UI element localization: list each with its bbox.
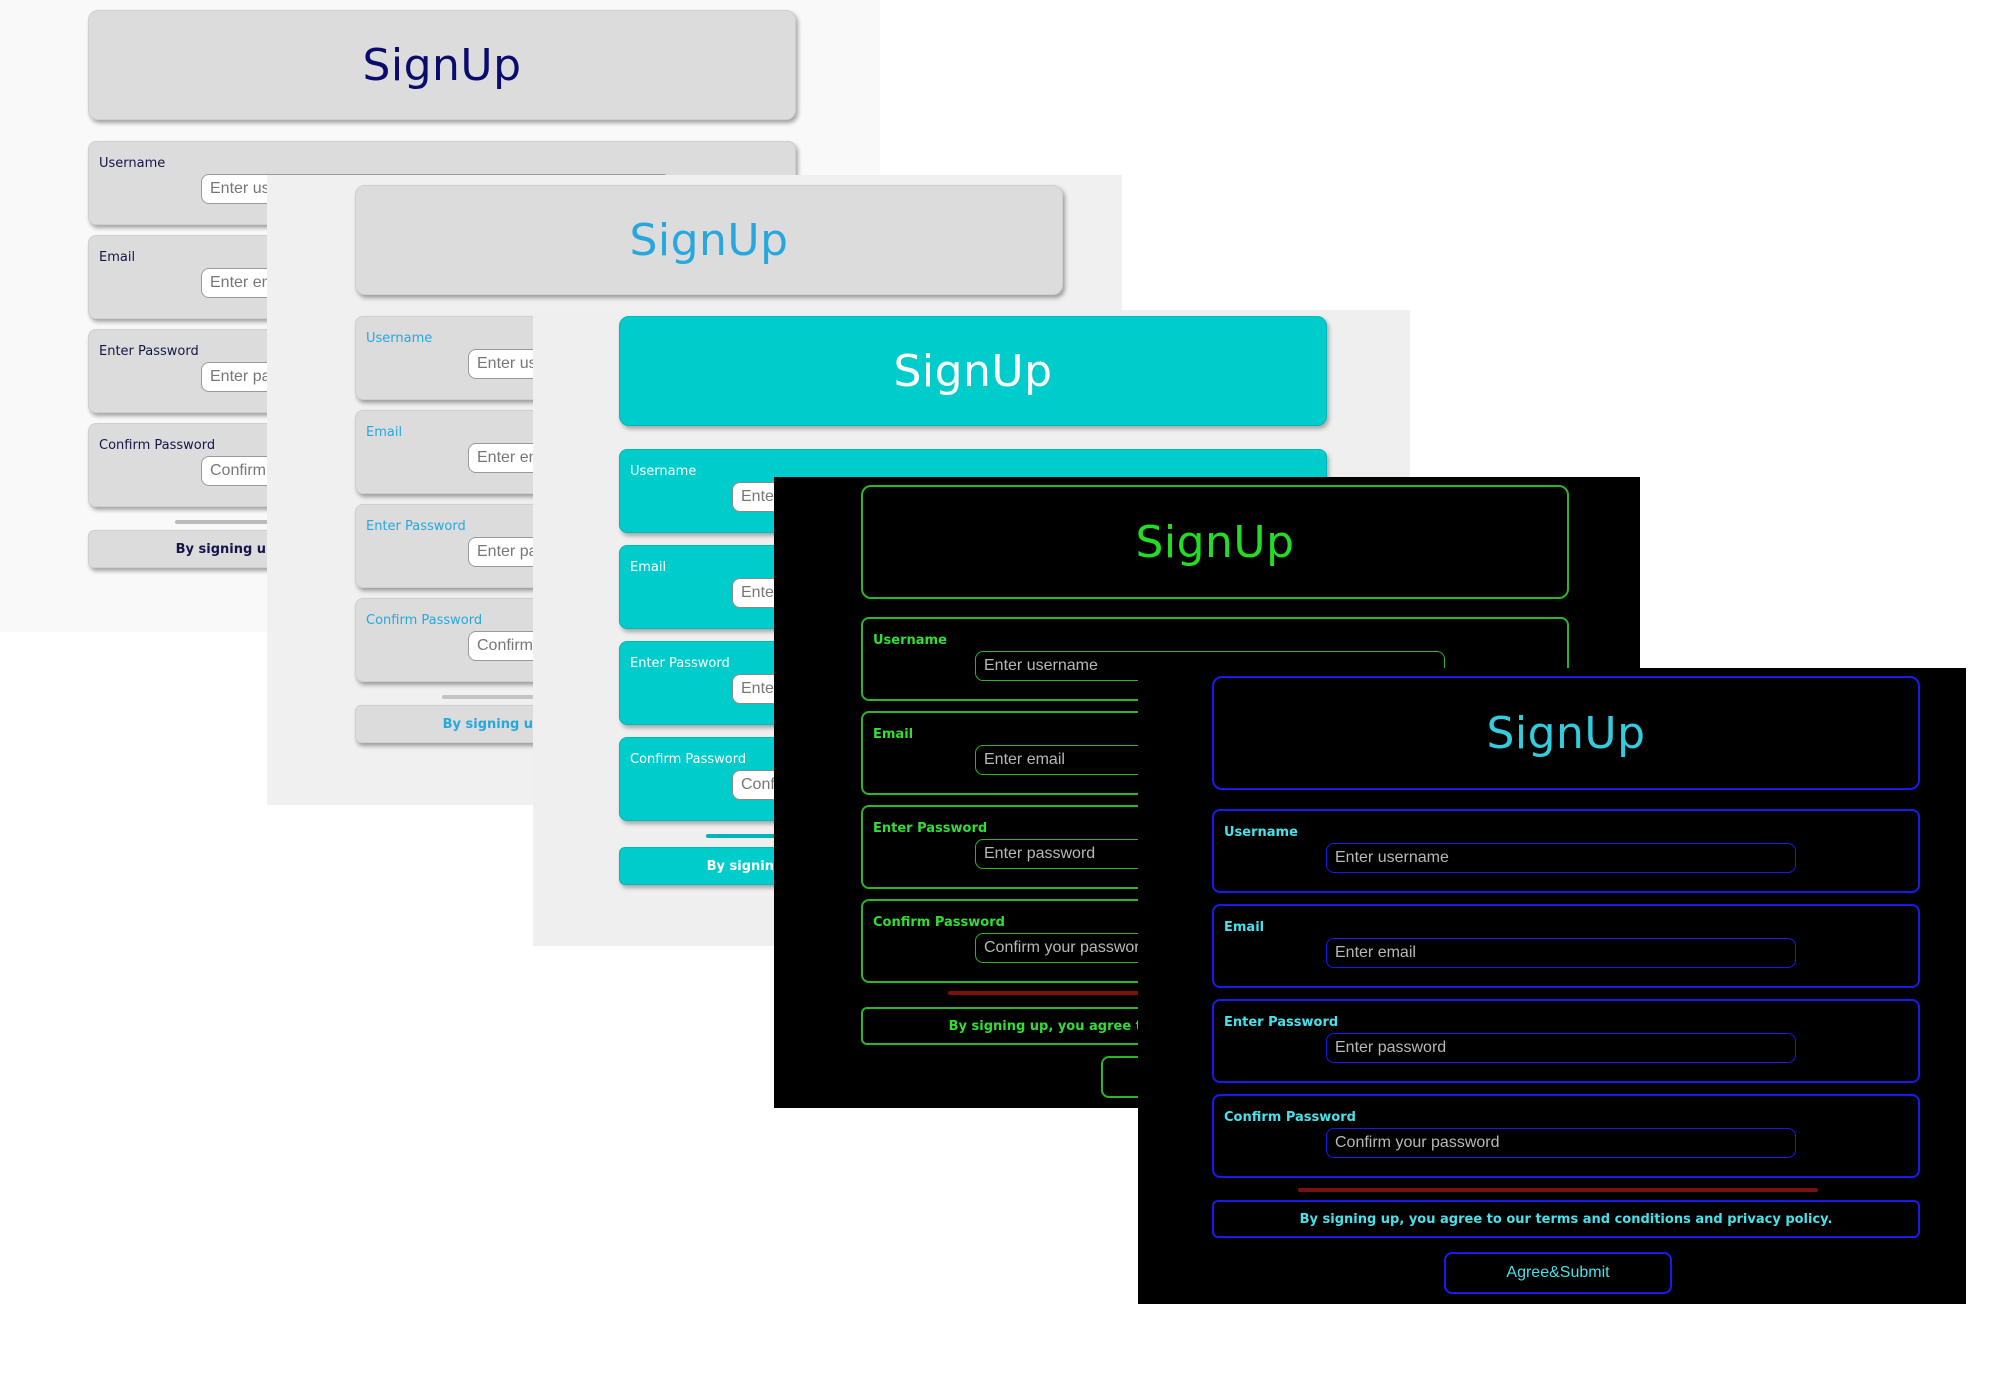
agree-submit-button[interactable]: Agree&Submit — [1444, 1252, 1672, 1294]
field-label: Enter Password — [99, 344, 199, 359]
email-field: Email — [1212, 904, 1920, 988]
field-label: Email — [99, 250, 136, 265]
username-input[interactable] — [1326, 843, 1796, 873]
confirm-password-field: Confirm Password — [1212, 1094, 1920, 1178]
username-field: Username — [1212, 809, 1920, 893]
terms-notice: By signing up, you agree to our terms an… — [1212, 1200, 1920, 1238]
field-label: Email — [630, 560, 667, 575]
password-field: Enter Password — [1212, 999, 1920, 1083]
field-label: Email — [873, 727, 914, 742]
field-label: Confirm Password — [366, 613, 483, 628]
field-label: Enter Password — [873, 821, 988, 836]
signup-header: SignUp — [355, 185, 1063, 295]
page-title: SignUp — [1486, 707, 1646, 759]
field-label: Email — [366, 425, 403, 440]
page-title: SignUp — [893, 345, 1053, 397]
password-strength-bar — [1298, 1188, 1818, 1192]
field-label: Username — [99, 156, 166, 171]
field-label: Enter Password — [366, 519, 466, 534]
field-label: Confirm Password — [630, 752, 747, 767]
page-title: SignUp — [1135, 516, 1295, 568]
field-label: Enter Password — [630, 656, 730, 671]
signup-header: SignUp — [1212, 676, 1920, 790]
field-label: Username — [1224, 825, 1298, 840]
email-input[interactable] — [1326, 938, 1796, 968]
field-label: Confirm Password — [99, 438, 216, 453]
field-label: Username — [366, 331, 433, 346]
field-label: Confirm Password — [873, 915, 1005, 930]
signup-header: SignUp — [88, 10, 796, 120]
field-label: Username — [873, 633, 947, 648]
field-label: Email — [1224, 920, 1265, 935]
page-title: SignUp — [362, 39, 522, 91]
field-label: Enter Password — [1224, 1015, 1339, 1030]
signup-header: SignUp — [619, 316, 1327, 426]
confirm-password-input[interactable] — [1326, 1128, 1796, 1158]
field-label: Confirm Password — [1224, 1110, 1356, 1125]
signup-panel-dark-blue: SignUp Username Email Enter Password Con… — [1138, 668, 1966, 1304]
password-input[interactable] — [1326, 1033, 1796, 1063]
field-label: Username — [630, 464, 697, 479]
page-title: SignUp — [629, 214, 789, 266]
signup-header: SignUp — [861, 485, 1569, 599]
